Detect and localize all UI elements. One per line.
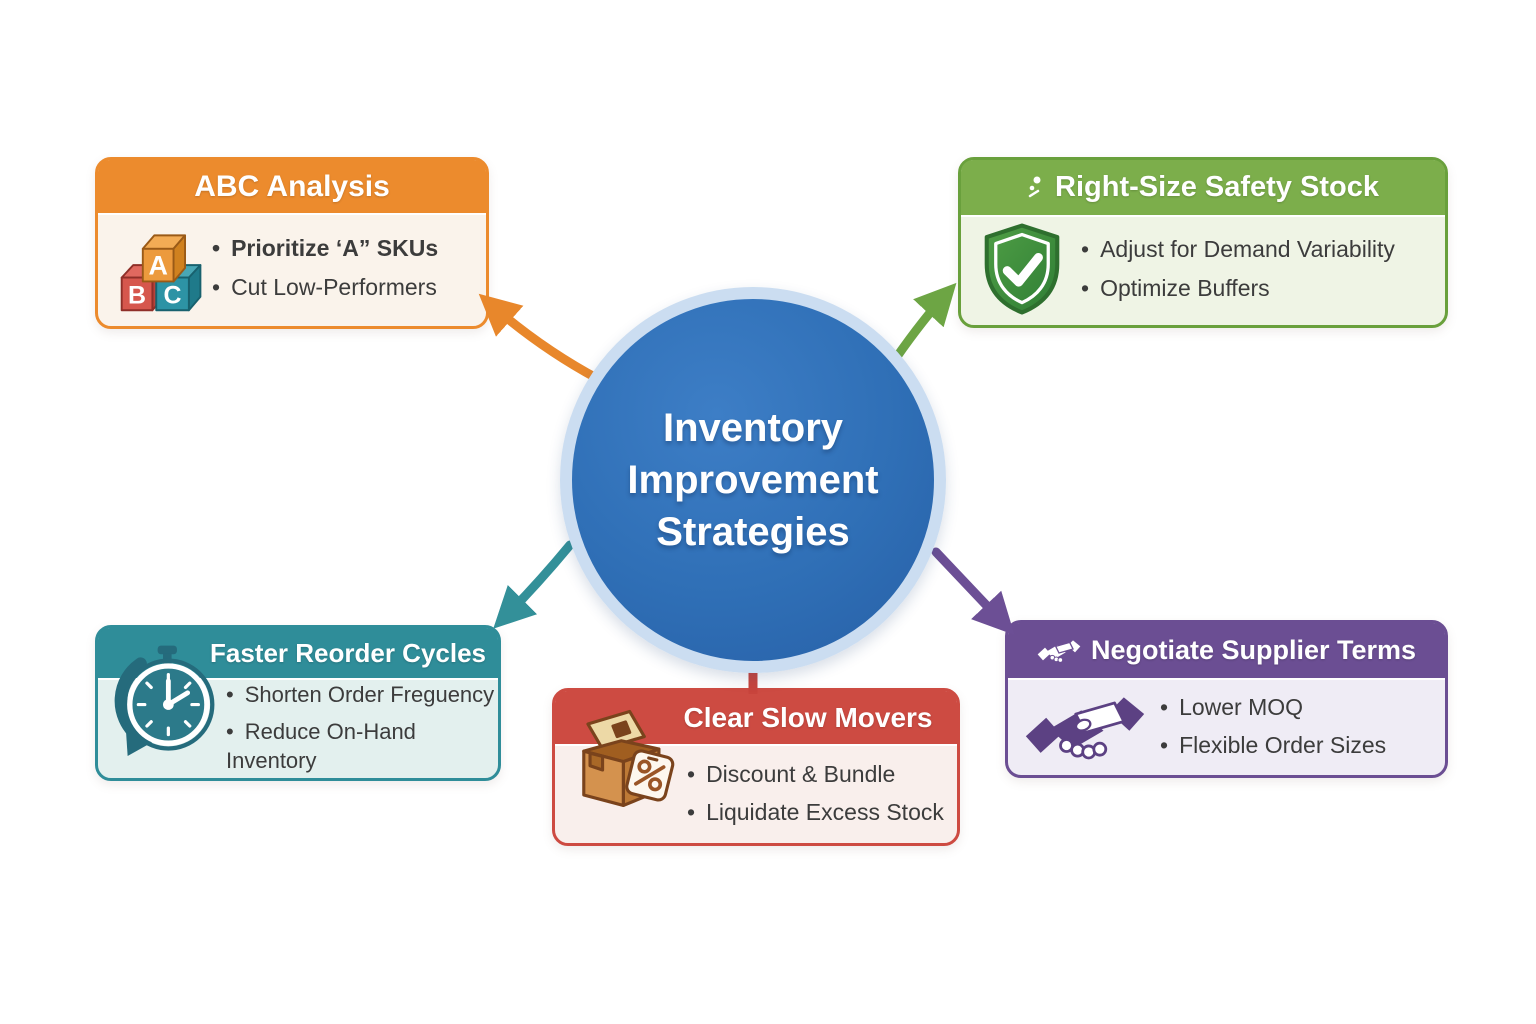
slow-movers-title: Clear Slow Movers: [683, 701, 933, 733]
safety-stock-body: Adjust for Demand Variability Optimize B…: [961, 217, 1445, 321]
reorder-cycles-title: Faster Reorder Cycles: [209, 637, 487, 668]
bullet-item: Adjust for Demand Variability: [1081, 234, 1395, 265]
handshake-icon: [1024, 688, 1146, 766]
svg-text:A: A: [148, 251, 167, 281]
safety-stock-header: Right-Size Safety Stock: [961, 160, 1445, 217]
supplier-terms-header: Negotiate Supplier Terms: [1008, 623, 1445, 680]
supplier-terms-card: Negotiate Supplier Terms Lower MOQ F: [1005, 620, 1448, 778]
slow-movers-bullets: Discount & Bundle Liquidate Excess Stock: [687, 752, 944, 835]
reorder-cycles-card: Faster Reorder Cycles Shorten Order Freg…: [95, 625, 501, 781]
reorder-cycles-body: Shorten Order Freguency Reduce On-Hand I…: [98, 680, 498, 776]
safety-stock-card: Right-Size Safety Stock Adjust for Deman…: [958, 157, 1448, 328]
bullet-item: Reduce On-Hand Inventory: [226, 717, 498, 776]
bullet-item: Optimize Buffers: [1081, 273, 1395, 304]
bullet-item: Flexible Order Sizes: [1160, 730, 1386, 761]
bullet-item: Prioritize ‘A” SKUs: [212, 233, 438, 264]
svg-text:C: C: [164, 282, 182, 310]
abc-analysis-title: ABC Analysis: [194, 169, 390, 203]
safety-stock-bullets: Adjust for Demand Variability Optimize B…: [1081, 227, 1395, 310]
abc-analysis-header: ABC Analysis: [98, 160, 486, 215]
slow-movers-body: Discount & Bundle Liquidate Excess Stock: [555, 746, 957, 841]
bullet-item: Cut Low-Performers: [212, 272, 438, 303]
supplier-terms-title: Negotiate Supplier Terms: [1090, 635, 1417, 665]
arrow-to-safety-stock: [891, 282, 957, 363]
handshake-small-icon: [1037, 637, 1081, 665]
stopwatch-icon: [104, 636, 222, 761]
abc-analysis-body: A B C Prioritize ‘A” SKUs Cut Low-Perfor…: [98, 215, 486, 321]
shield-check-icon: [981, 223, 1063, 315]
bullet-item: Liquidate Excess Stock: [687, 797, 944, 828]
central-title: Inventory Improvement Strategies: [627, 406, 879, 554]
abc-analysis-card: ABC Analysis: [95, 157, 489, 329]
central-node: Inventory Improvement Strategies: [560, 287, 946, 673]
abc-blocks-icon: A B C: [112, 220, 212, 316]
reorder-cycles-bullets: Shorten Order Freguency Reduce On-Hand I…: [226, 673, 498, 783]
slow-movers-card: Clear Slow Movers Discount & Bundle Liqu…: [552, 688, 960, 846]
arrow-to-abc-analysis: [478, 293, 605, 385]
bullet-item: Lower MOQ: [1160, 692, 1386, 723]
supplier-terms-bullets: Lower MOQ Flexible Order Sizes: [1160, 685, 1386, 768]
bullet-item: Shorten Order Freguency: [226, 680, 498, 710]
bullet-item: Discount & Bundle: [687, 759, 944, 790]
arrow-to-reorder-cycles: [493, 540, 575, 629]
discount-box-icon: [565, 699, 685, 824]
supplier-terms-body: Lower MOQ Flexible Order Sizes: [1008, 680, 1445, 773]
arrow-to-supplier-terms: [931, 547, 1015, 636]
svg-text:B: B: [128, 282, 146, 310]
abc-analysis-bullets: Prioritize ‘A” SKUs Cut Low-Performers: [212, 226, 438, 309]
safety-stock-title: Right-Size Safety Stock: [1055, 171, 1379, 203]
sparkle-icon: [1027, 175, 1045, 201]
